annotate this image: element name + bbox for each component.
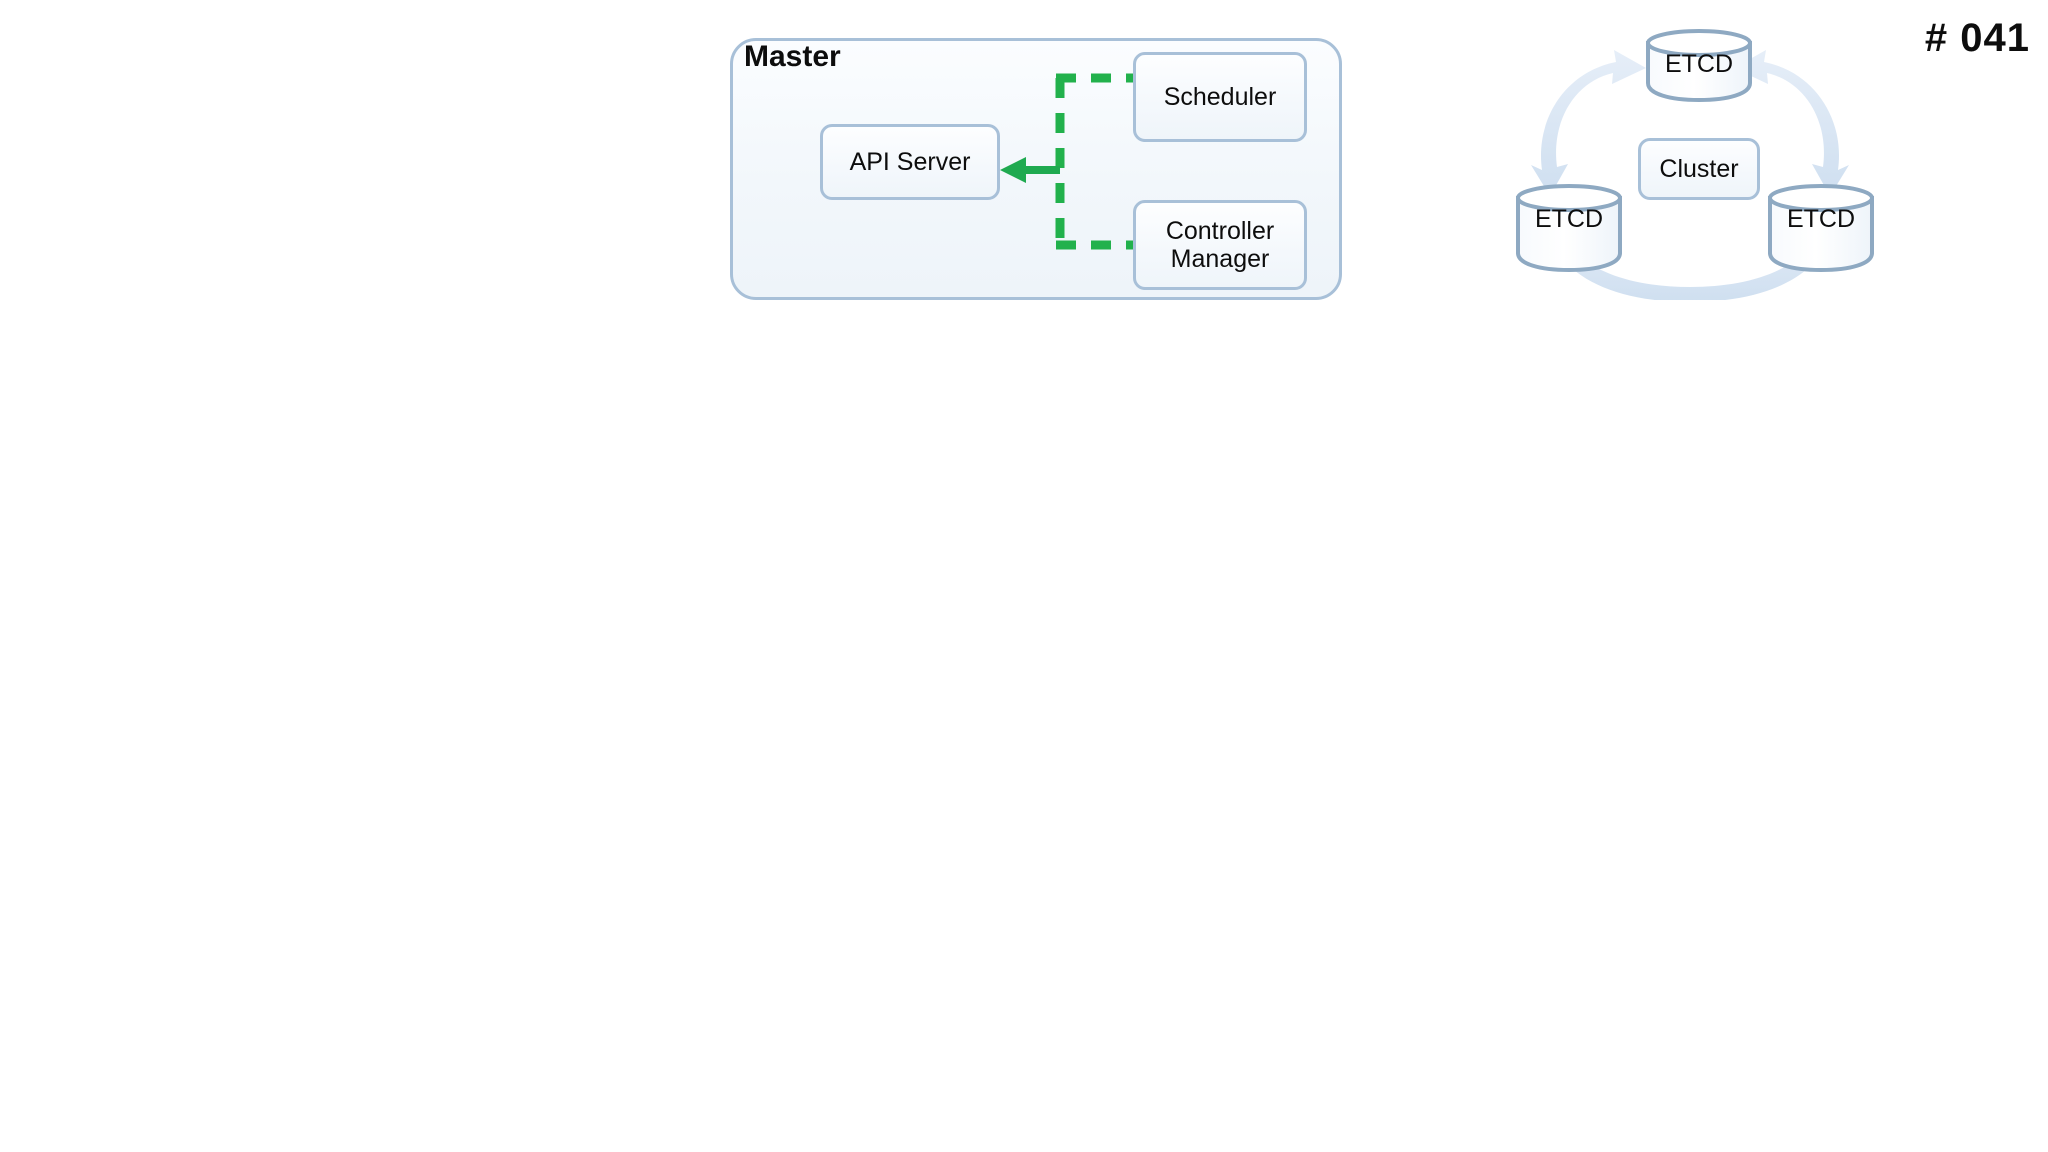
etcd-node-left-label: ETCD: [1534, 205, 1604, 233]
node-controller-manager-label: Controller Manager: [1165, 217, 1275, 273]
node-scheduler[interactable]: Scheduler: [1133, 52, 1307, 142]
node-api-server[interactable]: API Server: [820, 124, 1000, 200]
master-container-label: Master: [744, 40, 841, 73]
arrow-left-to-top-icon: [1531, 50, 1646, 196]
node-scheduler-label: Scheduler: [1163, 83, 1277, 111]
node-api-server-label: API Server: [849, 148, 971, 176]
etcd-node-top[interactable]: [1646, 29, 1752, 103]
arrow-left-to-right-icon: [1543, 216, 1837, 300]
cluster-center-box[interactable]: Cluster: [1638, 138, 1760, 200]
cluster-center-label: Cluster: [1659, 154, 1739, 183]
etcd-cluster-diagram: [1516, 29, 1874, 300]
etcd-node-top-label: ETCD: [1664, 50, 1734, 78]
etcd-node-left[interactable]: [1516, 184, 1622, 273]
slide-number: # 041: [1924, 16, 2030, 60]
etcd-node-right-label: ETCD: [1786, 205, 1856, 233]
node-controller-manager[interactable]: Controller Manager: [1133, 200, 1307, 290]
etcd-node-right[interactable]: [1768, 184, 1874, 273]
